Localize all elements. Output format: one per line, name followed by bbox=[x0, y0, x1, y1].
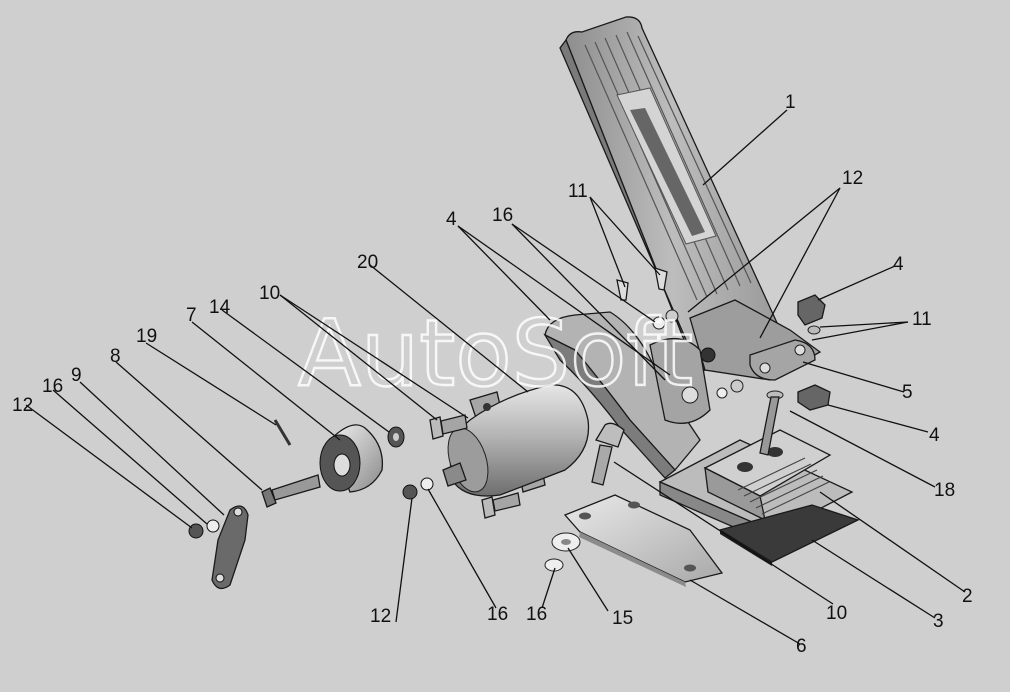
callout-2: 2 bbox=[962, 586, 973, 607]
bracket-part-4 bbox=[543, 311, 711, 479]
callout-16-mid: 16 bbox=[487, 604, 508, 625]
washer-part-14 bbox=[387, 426, 405, 448]
callout-12-mid: 12 bbox=[370, 606, 391, 627]
callout-19: 19 bbox=[136, 326, 157, 347]
callout-12-left: 12 bbox=[12, 395, 33, 416]
link-part-9 bbox=[211, 505, 249, 590]
clip-part-4-bottom bbox=[797, 384, 831, 411]
callout-8: 8 bbox=[110, 346, 121, 367]
leader-lines bbox=[25, 109, 966, 645]
callout-5: 5 bbox=[902, 382, 913, 403]
washers-part-12-16-top bbox=[652, 309, 744, 399]
callout-6: 6 bbox=[796, 636, 807, 657]
callout-18: 18 bbox=[934, 480, 955, 501]
callout-11-right: 11 bbox=[912, 309, 932, 330]
callout-16-top: 16 bbox=[492, 205, 513, 226]
nut-part-12-left bbox=[188, 523, 204, 539]
lower-plate-part-6 bbox=[563, 494, 724, 587]
screw-part-18 bbox=[759, 390, 784, 456]
watermark-text: AutoSoft bbox=[298, 300, 693, 407]
roller-part-7 bbox=[319, 424, 384, 493]
lever-part-5 bbox=[749, 339, 816, 381]
callout-7: 7 bbox=[186, 305, 197, 326]
callout-4-right-bottom: 4 bbox=[929, 425, 940, 446]
callout-labels: 1 12 11 16 4 20 10 14 7 19 8 9 16 12 4 1… bbox=[12, 92, 973, 657]
callout-1: 1 bbox=[785, 92, 796, 113]
shaft-part-8 bbox=[261, 474, 321, 508]
washer-part-15 bbox=[551, 532, 581, 552]
callout-10-bottom: 10 bbox=[826, 603, 847, 624]
bolt-part-10-large bbox=[591, 422, 625, 486]
washer-part-16-mid bbox=[420, 477, 434, 491]
callout-14: 14 bbox=[209, 297, 231, 318]
bolt-part-10-small-top bbox=[429, 414, 468, 440]
bolt-part-10-small-bottom bbox=[481, 492, 521, 519]
callout-12-top: 12 bbox=[842, 168, 863, 189]
callout-15: 15 bbox=[612, 608, 633, 629]
callout-10-top: 10 bbox=[259, 283, 280, 304]
pin-part-19 bbox=[273, 419, 292, 446]
callout-20: 20 bbox=[357, 252, 378, 273]
callout-3: 3 bbox=[933, 611, 944, 632]
washer-part-16-left bbox=[206, 519, 220, 533]
callout-16-bottom: 16 bbox=[526, 604, 547, 625]
callout-16-left: 16 bbox=[42, 376, 63, 397]
callout-11-top: 11 bbox=[568, 181, 588, 202]
nut-part-12-mid bbox=[402, 484, 418, 500]
callout-9: 9 bbox=[71, 365, 82, 386]
callout-4-top: 4 bbox=[446, 209, 457, 230]
callout-4-right-top: 4 bbox=[893, 254, 904, 275]
clip-part-4-top bbox=[797, 294, 826, 326]
cylinder-part-20 bbox=[442, 384, 590, 497]
